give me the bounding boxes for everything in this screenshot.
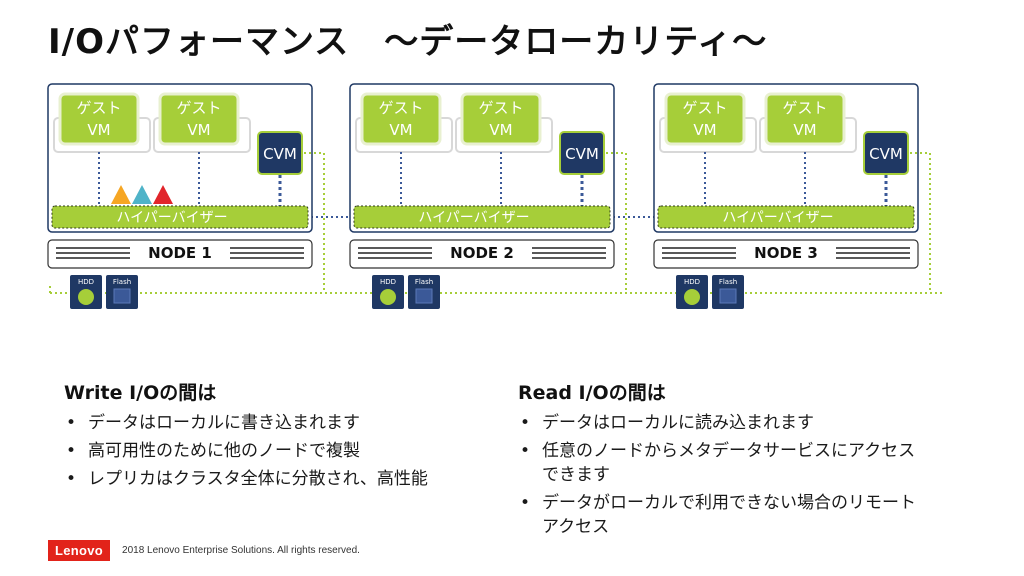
copyright-text: 2018 Lenovo Enterprise Solutions. All ri… xyxy=(122,545,360,556)
guest-vm xyxy=(158,92,240,146)
guest-vm-label: ゲスト xyxy=(782,99,827,117)
hypervisor-bar xyxy=(353,205,611,229)
flash-icon-chip xyxy=(113,288,131,304)
write-marker xyxy=(153,185,173,204)
node-label: NODE 1 xyxy=(148,244,212,262)
flash-icon-label: Flash xyxy=(415,278,433,286)
hdd-icon-label: HDD xyxy=(380,278,396,286)
guest-vm xyxy=(58,92,140,146)
hdd-icon-disk xyxy=(684,289,700,305)
guest-vm-label: ゲスト xyxy=(682,99,727,117)
hdd-icon-disk xyxy=(380,289,396,305)
guest-vm-label: VM xyxy=(793,121,816,139)
cvm-label: CVM xyxy=(565,145,599,163)
cvm-storage-link xyxy=(606,152,627,293)
cvm-label: CVM xyxy=(263,145,297,163)
list-item: データはローカルに読み込まれます xyxy=(518,411,988,435)
node-label: NODE 2 xyxy=(450,244,514,262)
list-item: 高可用性のために他のノードで複製 xyxy=(64,439,484,463)
guest-vm-label: VM xyxy=(87,121,110,139)
hypervisor-label: ハイパーバイザー xyxy=(418,210,529,226)
cvm-storage-link xyxy=(304,152,325,293)
hdd-icon-label: HDD xyxy=(684,278,700,286)
flash-icon-label: Flash xyxy=(719,278,737,286)
flash-icon-label: Flash xyxy=(113,278,131,286)
guest-vm xyxy=(460,92,542,146)
cvm-box xyxy=(863,131,909,175)
list-item: 任意のノードからメタデータサービスにアクセス できます xyxy=(518,439,988,487)
guest-vm-label: ゲスト xyxy=(378,99,423,117)
guest-vm-label: ゲスト xyxy=(478,99,523,117)
write-io-section: Write I/Oの間は データはローカルに書き込まれます 高可用性のために他の… xyxy=(64,378,484,495)
guest-vm-label: ゲスト xyxy=(176,99,221,117)
node-bar xyxy=(653,239,919,269)
guest-vm-label: ゲスト xyxy=(76,99,121,117)
node-bar xyxy=(349,239,615,269)
write-marker xyxy=(132,185,152,204)
guest-vm xyxy=(360,92,442,146)
read-io-heading: Read I/Oの間は xyxy=(518,382,666,404)
hypervisor-label: ハイパーバイザー xyxy=(116,210,227,226)
read-io-section: Read I/Oの間は データはローカルに読み込まれます 任意のノードからメタデ… xyxy=(518,378,988,543)
guest-vm xyxy=(764,92,846,146)
hypervisor-label: ハイパーバイザー xyxy=(722,210,833,226)
guest-vm-label: VM xyxy=(693,121,716,139)
flash-icon-chip xyxy=(719,288,737,304)
guest-vm-label: VM xyxy=(389,121,412,139)
write-io-heading: Write I/Oの間は xyxy=(64,382,217,404)
cvm-storage-link xyxy=(910,152,931,293)
node-diagram: ゲスト VM ゲスト VM CVM ハイパーバイザー NODE 1 HDD Flash ゲスト VM… xyxy=(47,83,943,309)
page-title: I/Oパフォーマンス ～データローカリティ～ xyxy=(48,22,768,62)
write-marker xyxy=(111,185,131,204)
node-bar xyxy=(47,239,313,269)
cvm-box xyxy=(559,131,605,175)
footer: Lenovo 2018 Lenovo Enterprise Solutions.… xyxy=(48,540,360,561)
guest-vm-label: VM xyxy=(489,121,512,139)
read-io-list: データはローカルに読み込まれます 任意のノードからメタデータサービスにアクセス … xyxy=(518,411,988,539)
hdd-icon-disk xyxy=(78,289,94,305)
flash-icon-chip xyxy=(415,288,433,304)
hypervisor-bar xyxy=(51,205,309,229)
list-item: データはローカルに書き込まれます xyxy=(64,411,484,435)
cvm-box xyxy=(257,131,303,175)
write-io-list: データはローカルに書き込まれます 高可用性のために他のノードで複製 レプリカはク… xyxy=(64,411,484,491)
guest-vm-label: VM xyxy=(187,121,210,139)
cvm-label: CVM xyxy=(869,145,903,163)
list-item: データがローカルで利用できない場合のリモート アクセス xyxy=(518,491,988,539)
guest-vm xyxy=(664,92,746,146)
node-label: NODE 3 xyxy=(754,244,818,262)
list-item: レプリカはクラスタ全体に分散され、高性能 xyxy=(64,467,484,491)
hypervisor-bar xyxy=(657,205,915,229)
hdd-icon-label: HDD xyxy=(78,278,94,286)
lenovo-logo: Lenovo xyxy=(48,540,111,561)
